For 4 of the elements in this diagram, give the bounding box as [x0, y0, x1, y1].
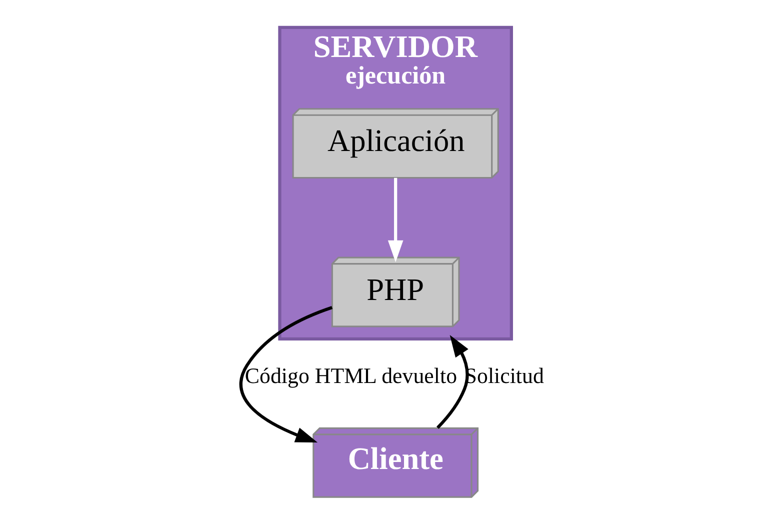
arrow: [240, 306, 333, 443]
arrow: [388, 178, 404, 262]
edge-label: Código HTML devuelto: [244, 363, 458, 388]
arrow: [436, 335, 469, 429]
